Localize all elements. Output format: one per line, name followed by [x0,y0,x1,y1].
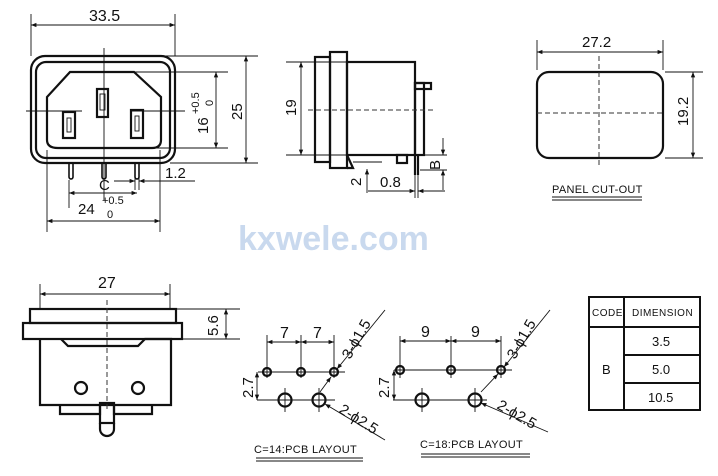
pcb14-label: C=14:PCB LAYOUT [254,444,357,456]
dimension-table: CODE DIMENSION B 3.5 5.0 10.5 [588,296,701,411]
pcb14-small-holes: 3-ϕ1.5 [339,317,375,362]
watermark: kxwele.com [238,220,429,258]
dim-flange-gap: 2 [348,178,365,186]
dim-socket-width-tol-upper: +0.5 [102,195,124,207]
dim-cutout-width: 27.2 [582,34,611,51]
side-view: 19 2 0.8 B [283,50,447,198]
table-value-cell: 3.5 [652,334,670,349]
dim-width: 33.5 [89,8,120,25]
dim-socket-height-tol-lower: 0 [204,100,216,106]
dim-flange-height: 5.6 [205,315,222,336]
pcb-layout-18: 9 9 2.7 3-ϕ1.5 2-ϕ2.5 C=18:PCB LAYOUT [376,309,551,458]
pcb14-pitch-2: 7 [313,325,322,342]
dim-socket-width-tol-lower: 0 [107,209,113,221]
pcb-layout-14: 7 7 2.7 3-ϕ1.5 2-ϕ2.5 C=14:PCB LAYOUT [240,309,386,462]
panel-cutout-label: PANEL CUT-OUT [552,184,643,196]
pcb14-pitch-1: 7 [280,325,289,342]
table-header-code: CODE [592,308,623,319]
dim-height: 25 [229,103,246,120]
dim-pin-thickness: 0.8 [380,174,401,191]
pcb18-pitch-2: 9 [471,324,480,341]
front-view: 33.5 25 16 +0.5 0 1.2 C 24 +0.5 0 [26,8,258,232]
dim-pin-pitch: C [99,177,110,194]
dim-cutout-height: 19.2 [675,97,692,126]
pcb18-label: C=18:PCB LAYOUT [420,439,523,451]
bottom-view: 27 5.6 [21,275,240,438]
dim-socket-height: 16 [195,117,212,134]
dim-bottom-width: 27 [98,275,116,292]
table-code-cell: B [602,362,611,377]
table-value-cell: 5.0 [652,362,670,377]
table-header-dimension: DIMENSION [632,308,693,319]
pcb18-small-holes: 3-ϕ1.5 [504,317,540,362]
dim-pin-width: 1.2 [165,165,186,182]
table-value-cell: 10.5 [648,390,673,405]
pcb14-row-offset: 2.7 [240,377,257,398]
pcb18-large-holes: 2-ϕ2.5 [494,397,539,433]
pcb18-row-offset: 2.7 [376,377,393,398]
dim-socket-width: 24 [78,201,95,218]
dim-pin-length-code: B [427,160,444,170]
dim-socket-height-tol-upper: +0.5 [190,92,202,114]
dim-side-height: 19 [283,99,300,116]
pcb18-pitch-1: 9 [421,324,430,341]
pcb14-large-holes: 2-ϕ2.5 [336,401,381,438]
panel-cutout: 27.2 19.2 PANEL CUT-OUT [535,34,703,201]
